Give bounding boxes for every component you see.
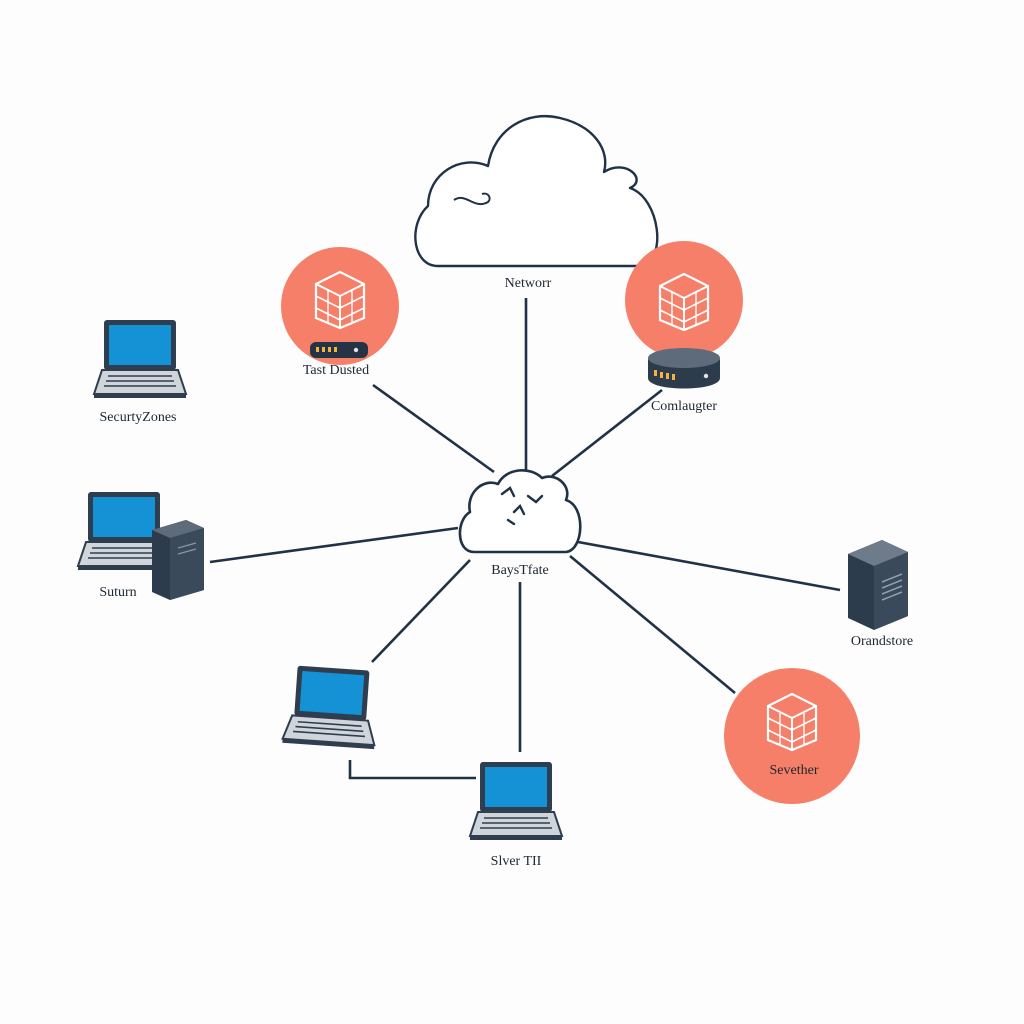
laptop-top-left[interactable]: [93, 319, 187, 399]
router-icon: [310, 342, 368, 358]
link-firewall-bottom-hub: [569, 554, 736, 695]
link-laptop-bl-laptop-bottom: [348, 760, 476, 780]
network-cloud[interactable]: [414, 114, 659, 268]
firewall-bottom[interactable]: [724, 668, 860, 804]
firewall-left[interactable]: [281, 247, 399, 365]
link-workstation-hub: [209, 526, 459, 564]
label-laptop-bottom: Slver TII: [490, 854, 542, 869]
connection-lines: [209, 298, 841, 780]
label-firewall-right: Comlaugter: [650, 399, 718, 414]
server-right[interactable]: [848, 540, 908, 630]
label-laptop-top-left: SecurtyZones: [99, 410, 177, 425]
hub-cloud[interactable]: [458, 469, 582, 554]
label-workstation-left: Suturn: [99, 585, 137, 600]
label-firewall-bottom: Sevether: [769, 763, 819, 778]
firewall-right[interactable]: [625, 241, 743, 389]
link-laptop-bl-hub: [371, 559, 471, 663]
laptop-bottom-left[interactable]: [281, 663, 381, 751]
workstation-left[interactable]: [77, 491, 204, 600]
desktop-tower-icon: [152, 520, 204, 600]
label-server-right: Orandstore: [850, 634, 914, 649]
router-icon: [648, 348, 720, 389]
laptop-bottom[interactable]: [469, 761, 563, 841]
label-hub-cloud: BaysTfate: [491, 563, 549, 578]
label-firewall-left: Tast Dusted: [302, 363, 370, 378]
label-network-cloud: Networr: [504, 276, 552, 291]
laptop-icon: [469, 761, 563, 841]
link-firewall-left-hub: [372, 383, 495, 474]
link-server-hub: [577, 540, 841, 592]
server-icon: [848, 540, 908, 630]
cloud-icon: [414, 114, 659, 268]
link-firewall-right-hub: [551, 388, 663, 478]
cloud-hub-icon: [458, 469, 582, 554]
laptop-icon: [93, 319, 187, 399]
laptop-icon: [281, 663, 381, 751]
